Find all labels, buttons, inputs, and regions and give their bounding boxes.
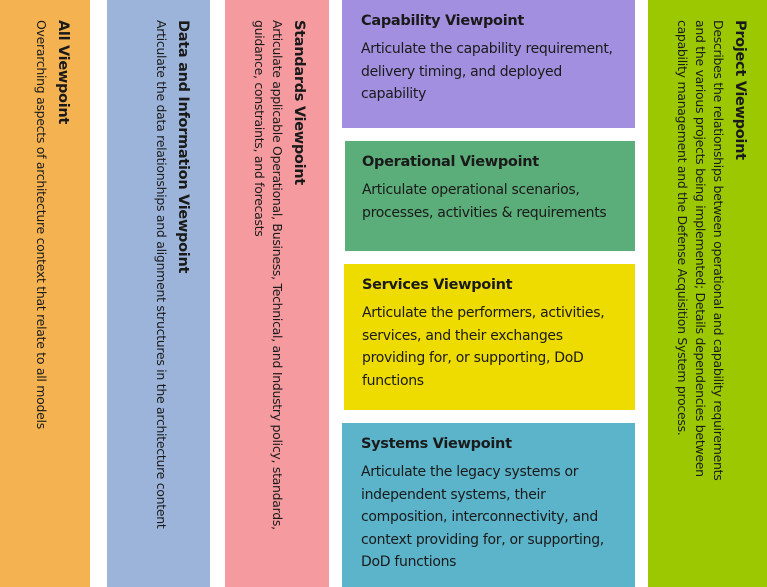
viewpoint-title: Services Viewpoint	[362, 277, 513, 293]
viewpoint-desc: Overarching aspects of architecture cont…	[34, 20, 49, 429]
project-viewpoint: Project Viewpoint Describes the relation…	[648, 0, 767, 587]
viewpoint-title: Operational Viewpoint	[362, 154, 539, 170]
viewpoint-title: Project Viewpoint	[732, 20, 748, 160]
viewpoint-title: Capability Viewpoint	[361, 13, 525, 29]
viewpoint-desc: Articulate applicable Operational, Busin…	[252, 20, 285, 530]
viewpoint-title: Systems Viewpoint	[361, 436, 512, 452]
systems-viewpoint: Systems Viewpoint Articulate the legacy …	[342, 423, 635, 587]
viewpoint-desc: Articulate the performers, activities, s…	[362, 305, 605, 389]
viewpoint-desc: Articulate the capability requirement, d…	[361, 41, 613, 102]
viewpoint-desc: Articulate operational scenarios, proces…	[362, 182, 607, 221]
standards-viewpoint: Standards Viewpoint Articulate applicabl…	[225, 0, 329, 587]
capability-viewpoint: Capability Viewpoint Articulate the capa…	[342, 0, 635, 128]
viewpoint-desc: Articulate the legacy systems or indepen…	[361, 464, 604, 570]
data-information-viewpoint: Data and Information Viewpoint Articulat…	[107, 0, 210, 587]
viewpoint-title: Data and Information Viewpoint	[175, 20, 191, 274]
viewpoint-title: Standards Viewpoint	[291, 20, 307, 185]
services-viewpoint: Services Viewpoint Articulate the perfor…	[344, 264, 635, 410]
viewpoint-desc: Articulate the data relationships and al…	[154, 20, 169, 529]
all-viewpoint: All Viewpoint Overarching aspects of arc…	[0, 0, 90, 587]
viewpoint-desc: Describes the relationships between oper…	[675, 20, 726, 481]
operational-viewpoint: Operational Viewpoint Articulate operati…	[345, 141, 635, 251]
viewpoint-title: All Viewpoint	[55, 20, 71, 125]
